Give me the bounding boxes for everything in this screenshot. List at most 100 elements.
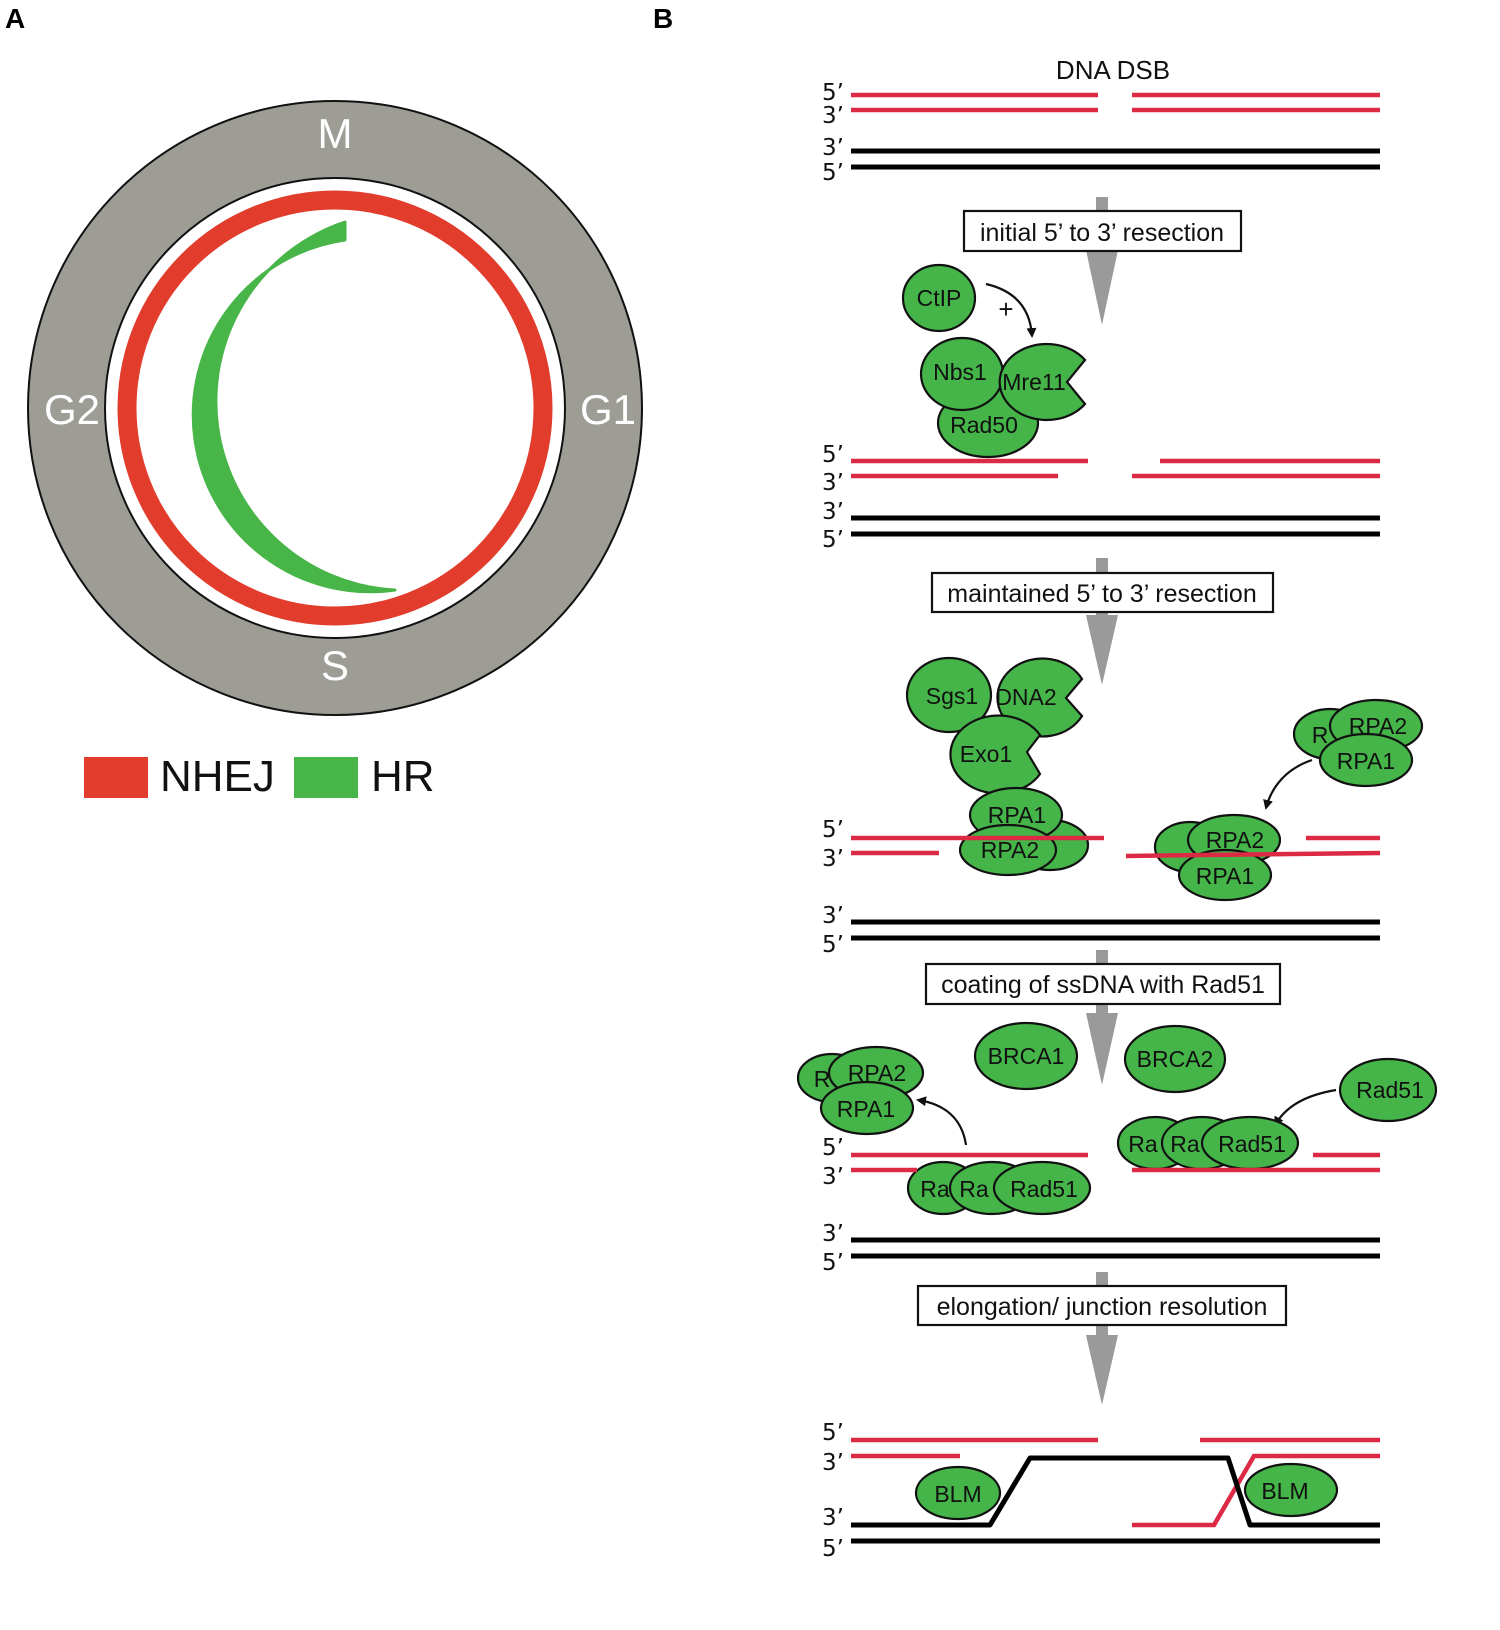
protein-label-ra: Ra <box>959 1176 989 1202</box>
step-label-2: maintained 5’ to 3’ resection <box>947 580 1256 608</box>
protein-label-r: R <box>1312 722 1329 748</box>
process-arrow-4 <box>1086 1272 1118 1405</box>
binding-arrow <box>1273 1088 1337 1127</box>
step-box-1 <box>962 209 1243 253</box>
strand-label: 5’ <box>822 1250 844 1276</box>
protein-label-rpa1: RPA1 <box>1196 863 1254 889</box>
strand-label: 5’ <box>822 1420 844 1446</box>
legend-swatch-hr <box>294 757 358 798</box>
protein-label-dna2: DNA2 <box>995 684 1056 710</box>
protein-label-blm: BLM <box>1261 1478 1308 1504</box>
protein-rad51 <box>992 1160 1092 1216</box>
strand-label: 3’ <box>822 135 844 161</box>
step-label-1: initial 5’ to 3’ resection <box>980 219 1224 247</box>
strand-label: 3’ <box>822 470 844 496</box>
stage-initial-resection: CtIP + Rad50 Nbs1 Mre11 5’ 3’ 3’ 5’ <box>822 263 1380 553</box>
strand-label: 3’ <box>822 1221 844 1247</box>
protein-blm <box>914 1465 1002 1521</box>
protein-brca1 <box>973 1021 1079 1091</box>
template-strand <box>851 1455 1380 1528</box>
process-arrow-3 <box>1086 950 1118 1085</box>
legend: NHEJ HR <box>84 752 435 801</box>
protein-mre11 <box>998 342 1087 422</box>
legend-label-hr: HR <box>371 752 435 801</box>
process-arrows <box>1086 197 1118 1405</box>
phase-m: M <box>318 110 353 157</box>
step-box-4 <box>916 1284 1288 1327</box>
strand-label: 5’ <box>822 160 844 186</box>
strand-label: 3’ <box>822 846 844 872</box>
step-box-2 <box>930 571 1275 614</box>
protein-label-rpa1: RPA1 <box>837 1096 895 1122</box>
stage-junction-resolution: 5’ 3’ 3’ 5’ BLM BLM <box>822 1420 1380 1562</box>
step-label-3: coating of ssDNA with Rad51 <box>941 971 1265 999</box>
panel-b-label: B <box>653 3 673 34</box>
stage-rad51-coating: BRCA1 BRCA2 R RPA2 RPA1 Rad51 Ra Ra Rad5… <box>796 1021 1438 1276</box>
ssdna-strand <box>1125 850 1381 859</box>
protein-label-mre11: Mre11 <box>1002 369 1066 395</box>
strand-label: 3’ <box>822 1505 844 1531</box>
protein-rpa1 <box>1318 732 1414 788</box>
protein-label-blm: BLM <box>934 1481 981 1507</box>
strand-label: 3’ <box>822 1164 844 1190</box>
protein-sgs1 <box>905 656 993 734</box>
cell-cycle-inner <box>104 177 566 639</box>
protein-ctip <box>901 263 977 333</box>
protein-label-ra: Ra <box>1170 1131 1200 1157</box>
strand-label: 5’ <box>822 1536 844 1562</box>
protein-label-rad51: Rad51 <box>1218 1131 1286 1157</box>
protein-label-brca2: BRCA2 <box>1137 1046 1214 1072</box>
strand-label: 5’ <box>822 932 844 958</box>
phase-s: S <box>321 642 349 689</box>
stimulation-arrow <box>985 282 1037 338</box>
cell-cycle-diagram: M G1 S G2 <box>27 100 643 716</box>
protein-label-brca1: BRCA1 <box>988 1043 1065 1069</box>
protein-blm <box>1243 1462 1339 1518</box>
protein-brca2 <box>1123 1024 1227 1094</box>
binding-arrow <box>1263 758 1313 810</box>
step-label-4: elongation/ junction resolution <box>937 1293 1268 1321</box>
protein-rpa1 <box>1177 848 1273 902</box>
phase-g1: G1 <box>580 386 636 433</box>
protein-label-sgs1: Sgs1 <box>926 683 978 709</box>
protein-label-rad50: Rad50 <box>950 412 1018 438</box>
strand-label: 5’ <box>822 80 844 106</box>
panel-a-label: A <box>5 3 25 34</box>
strand-label: 3’ <box>822 1450 844 1476</box>
hr-arc <box>191 220 397 594</box>
stage-maintained-resection: Sgs1 DNA2 Exo1 R RPA2 RPA1 RPA1 RPA2 RPA… <box>822 656 1424 958</box>
protein-label-rpa1: RPA1 <box>988 802 1046 828</box>
strand-label: 5’ <box>822 817 844 843</box>
process-arrow-1 <box>1086 197 1118 325</box>
protein-label-ra: Ra <box>920 1176 950 1202</box>
ssdna-strand <box>1132 1453 1380 1528</box>
protein-label-exo1: Exo1 <box>960 741 1012 767</box>
step-box-3 <box>924 962 1282 1006</box>
protein-label-rad51: Rad51 <box>1356 1077 1424 1103</box>
protein-rad51 <box>1338 1057 1438 1123</box>
protein-dna2 <box>996 657 1084 738</box>
protein-label-ctip: CtIP <box>917 285 962 311</box>
protein-label-r: R <box>814 1066 831 1092</box>
protein-label-rpa1: RPA1 <box>1337 748 1395 774</box>
protein-label-ra: Ra <box>1128 1131 1158 1157</box>
strand-label: 5’ <box>822 1135 844 1161</box>
protein-label-nbs1: Nbs1 <box>933 359 987 385</box>
protein-label-rpa2: RPA2 <box>981 837 1039 863</box>
strand-label: 5’ <box>822 442 844 468</box>
stage-dsb: DNA DSB 5’ 3’ 3’ 5’ <box>822 55 1380 186</box>
legend-label-nhej: NHEJ <box>160 752 275 801</box>
protein-label-rad51: Rad51 <box>1010 1176 1078 1202</box>
nhej-arc <box>117 190 553 626</box>
protein-label-rpa2: RPA2 <box>1206 827 1264 853</box>
phase-g2: G2 <box>44 386 100 433</box>
dsb-title: DNA DSB <box>1056 55 1170 85</box>
strand-label: 3’ <box>822 103 844 129</box>
strand-label: 3’ <box>822 499 844 525</box>
strand-label: 3’ <box>822 903 844 929</box>
plus-sign: + <box>998 294 1013 324</box>
strand-label: 5’ <box>822 527 844 553</box>
protein-rpa1 <box>819 1080 915 1136</box>
release-arrow <box>916 1096 968 1146</box>
